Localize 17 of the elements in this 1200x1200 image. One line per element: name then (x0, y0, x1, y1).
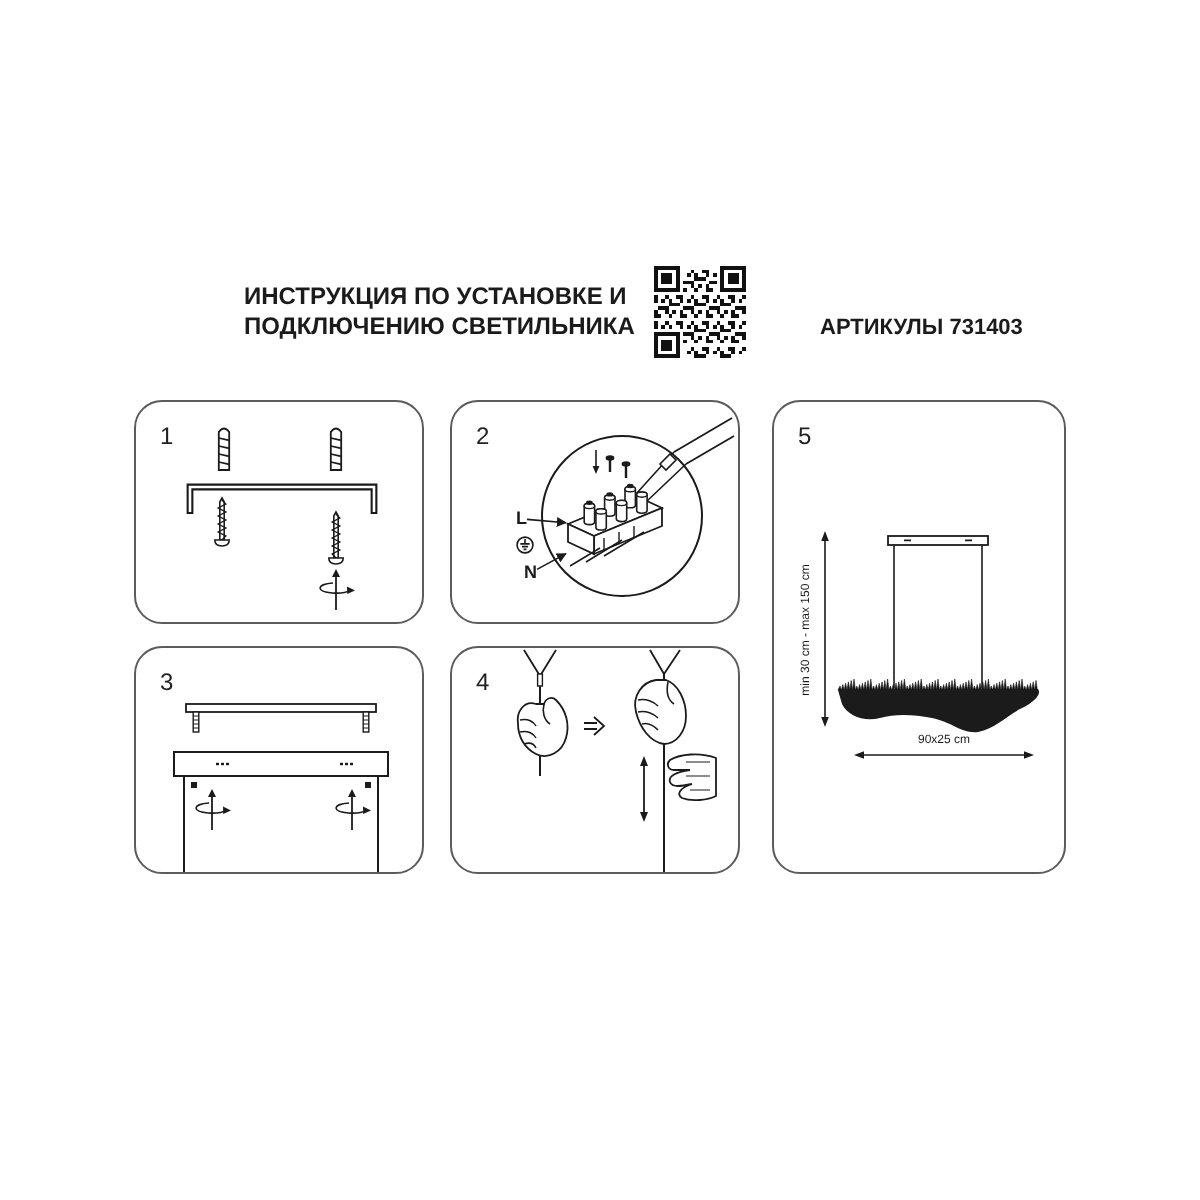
terminal-block-drawing (566, 482, 664, 572)
step-number: 5 (798, 424, 812, 450)
leader-line (526, 517, 567, 527)
instruction-title: ИНСТРУКЦИЯ ПО УСТАНОВКЕ И ПОДКЛЮЧЕНИЮ СВЕТИЛЬНИКА (244, 282, 637, 342)
step-number: 1 (160, 424, 174, 450)
step-panel (134, 400, 424, 624)
step-number: 4 (476, 670, 490, 696)
step-panel (772, 400, 1066, 874)
step-number: 2 (476, 424, 490, 450)
step-panel (450, 400, 740, 624)
terminal-label: L (516, 510, 527, 528)
step-number: 3 (160, 670, 174, 696)
leader-line (536, 552, 567, 571)
step-panel (450, 646, 740, 874)
step-panel (134, 646, 424, 874)
terminal-label: N (524, 564, 537, 582)
article-number: АРТИКУЛЫ 731403 (820, 316, 1023, 340)
